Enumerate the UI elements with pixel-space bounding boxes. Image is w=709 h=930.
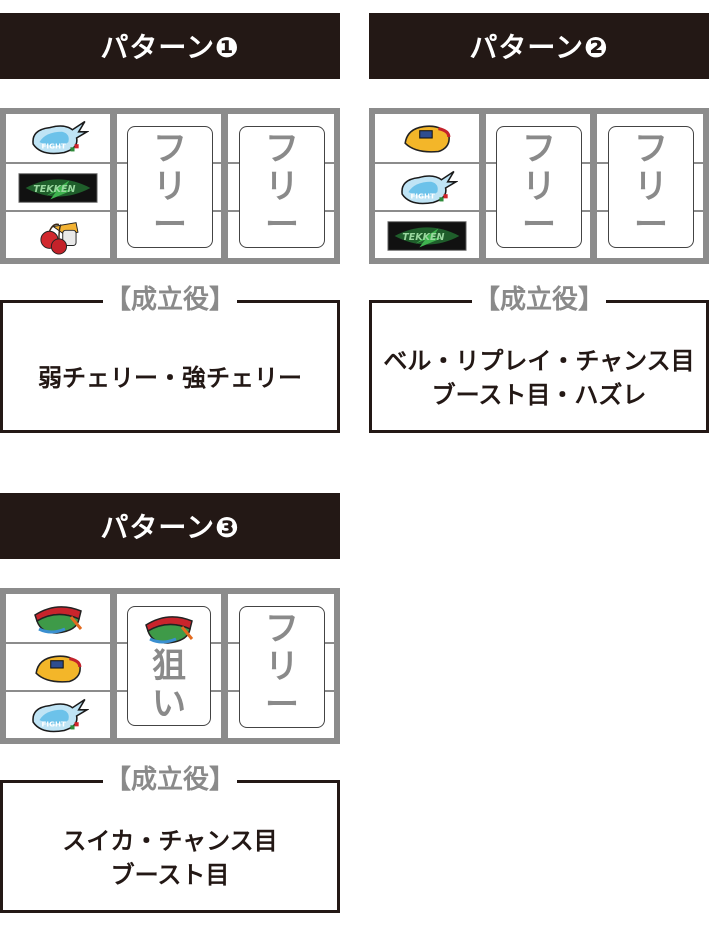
result-box: 【成立役】 ベル・リプレイ・チャンス目 ブースト目・ハズレ (369, 286, 709, 433)
right-reel: フ リ ー (228, 114, 334, 258)
result-line: ブースト目 (110, 861, 230, 889)
result-line: 弱チェリー・強チェリー (38, 364, 302, 392)
free-char: リ (265, 167, 299, 207)
free-card: フ リ ー (496, 126, 582, 248)
right-reel: フ リ ー (597, 114, 703, 258)
pattern-1: パターン❶ フ リ ー フ リ ー 【成立役】 弱チェリー・ (0, 0, 340, 440)
free-char: ー (265, 205, 299, 245)
result-line: スイカ・チャンス目 (62, 827, 278, 855)
watermelon-symbol-icon (6, 594, 110, 642)
center-reel: フ リ ー (486, 114, 590, 258)
free-card: フ リ ー (239, 606, 325, 728)
result-label: 【成立役】 (473, 285, 604, 315)
free-char: フ (265, 609, 299, 649)
result-label: 【成立役】 (104, 285, 235, 315)
fight-symbol-icon (6, 690, 110, 740)
target-char: い (152, 684, 186, 724)
center-reel: 狙 い (117, 594, 221, 738)
result-line: ブースト目・ハズレ (431, 381, 647, 409)
left-reel (375, 114, 479, 258)
free-card: フ リ ー (608, 126, 694, 248)
free-char: リ (153, 167, 187, 207)
free-char: フ (265, 129, 299, 169)
target-card: 狙 い (127, 606, 211, 726)
result-text: 弱チェリー・強チェリー (3, 334, 337, 430)
cherry-symbol-icon (6, 210, 110, 260)
free-char: ー (265, 685, 299, 725)
fight-symbol-icon (375, 162, 479, 212)
pattern-title: パターン❸ (0, 493, 340, 559)
reel-layout: フ リ ー フ リ ー (369, 108, 709, 264)
left-reel (6, 594, 110, 738)
center-reel: フ リ ー (117, 114, 221, 258)
left-reel (6, 114, 110, 258)
bell-symbol-icon (6, 642, 110, 692)
free-char: フ (153, 129, 187, 169)
free-char: リ (522, 167, 556, 207)
pattern-title: パターン❶ (0, 13, 340, 79)
result-text: ベル・リプレイ・チャンス目 ブースト目・ハズレ (372, 334, 706, 430)
target-char: 狙 (152, 646, 186, 686)
result-label: 【成立役】 (104, 765, 235, 795)
bell-symbol-icon (375, 114, 479, 162)
right-reel: フ リ ー (228, 594, 334, 738)
free-char: フ (634, 129, 668, 169)
result-box: 【成立役】 スイカ・チャンス目 ブースト目 (0, 766, 340, 913)
free-char: フ (522, 129, 556, 169)
free-char: ー (522, 205, 556, 245)
tekken-symbol-icon (6, 162, 110, 212)
free-char: ー (634, 205, 668, 245)
free-char: ー (153, 205, 187, 245)
free-char: リ (265, 647, 299, 687)
reel-layout: 狙 い フ リ ー (0, 588, 340, 744)
pattern-2: パターン❷ フ リ ー フ リ ー 【成立役】 ベル・リプレ (369, 0, 709, 440)
fight-symbol-icon (6, 114, 110, 162)
result-text: スイカ・チャンス目 ブースト目 (3, 814, 337, 910)
tekken-symbol-icon (375, 210, 479, 260)
result-box: 【成立役】 弱チェリー・強チェリー (0, 286, 340, 433)
free-card: フ リ ー (127, 126, 213, 248)
result-line: ベル・リプレイ・チャンス目 (383, 347, 695, 375)
watermelon-symbol-icon (141, 609, 197, 647)
pattern-3: パターン❸ 狙 い フ リ ー 【成立役】 スイカ・チャン (0, 480, 340, 920)
free-card: フ リ ー (239, 126, 325, 248)
pattern-title: パターン❷ (369, 13, 709, 79)
free-char: リ (634, 167, 668, 207)
reel-layout: フ リ ー フ リ ー (0, 108, 340, 264)
